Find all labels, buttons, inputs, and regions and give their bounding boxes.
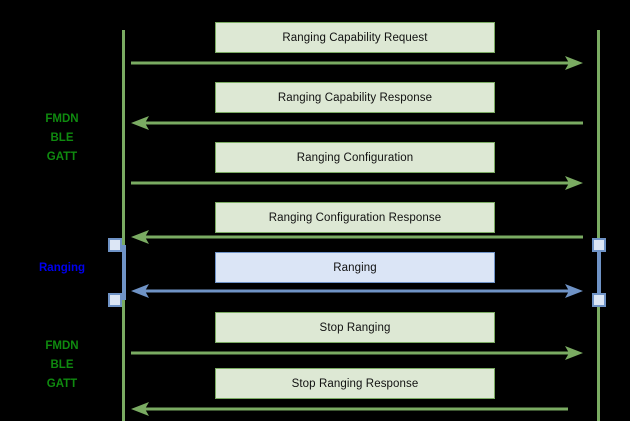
activation-bar-left <box>122 245 126 300</box>
activation-cap-left-top <box>108 238 122 252</box>
arrow-stop-ranging <box>131 345 583 361</box>
arrow-ranging-bidirectional <box>131 283 583 299</box>
group-label-ranging: Ranging <box>14 259 110 278</box>
activation-bar-right <box>597 245 601 300</box>
message-box-ranging-capability-request: Ranging Capability Request <box>215 22 495 53</box>
message-box-ranging: Ranging <box>215 252 495 283</box>
arrow-ranging-configuration <box>131 175 583 191</box>
lifeline-right <box>597 30 600 421</box>
message-box-ranging-capability-response: Ranging Capability Response <box>215 82 495 113</box>
group-label-line-gatt: GATT <box>46 378 78 390</box>
group-label-line-gatt: GATT <box>46 151 78 163</box>
activation-cap-right-bottom <box>592 293 606 307</box>
arrow-ranging-capability-response <box>131 115 583 131</box>
message-box-stop-ranging: Stop Ranging <box>215 312 495 343</box>
group-label-line-ble: BLE <box>50 132 74 144</box>
arrow-ranging-configuration-response <box>131 229 583 245</box>
group-label-line-ranging: Ranging <box>39 262 85 274</box>
activation-cap-left-bottom <box>108 293 122 307</box>
lifeline-left <box>122 30 125 421</box>
activation-cap-right-top <box>592 238 606 252</box>
arrow-stop-ranging-response <box>131 401 568 417</box>
message-box-stop-ranging-response: Stop Ranging Response <box>215 368 495 399</box>
group-label-line-fmdn: FMDN <box>45 113 79 125</box>
group-label-line-ble: BLE <box>50 359 74 371</box>
group-label-fmdn-ble-gatt-top: FMDN BLE GATT <box>14 110 110 167</box>
message-box-ranging-configuration: Ranging Configuration <box>215 142 495 173</box>
arrow-ranging-capability-request <box>131 55 583 71</box>
group-label-line-fmdn: FMDN <box>45 340 79 352</box>
group-label-fmdn-ble-gatt-bottom: FMDN BLE GATT <box>14 337 110 394</box>
message-box-ranging-configuration-response: Ranging Configuration Response <box>215 202 495 233</box>
